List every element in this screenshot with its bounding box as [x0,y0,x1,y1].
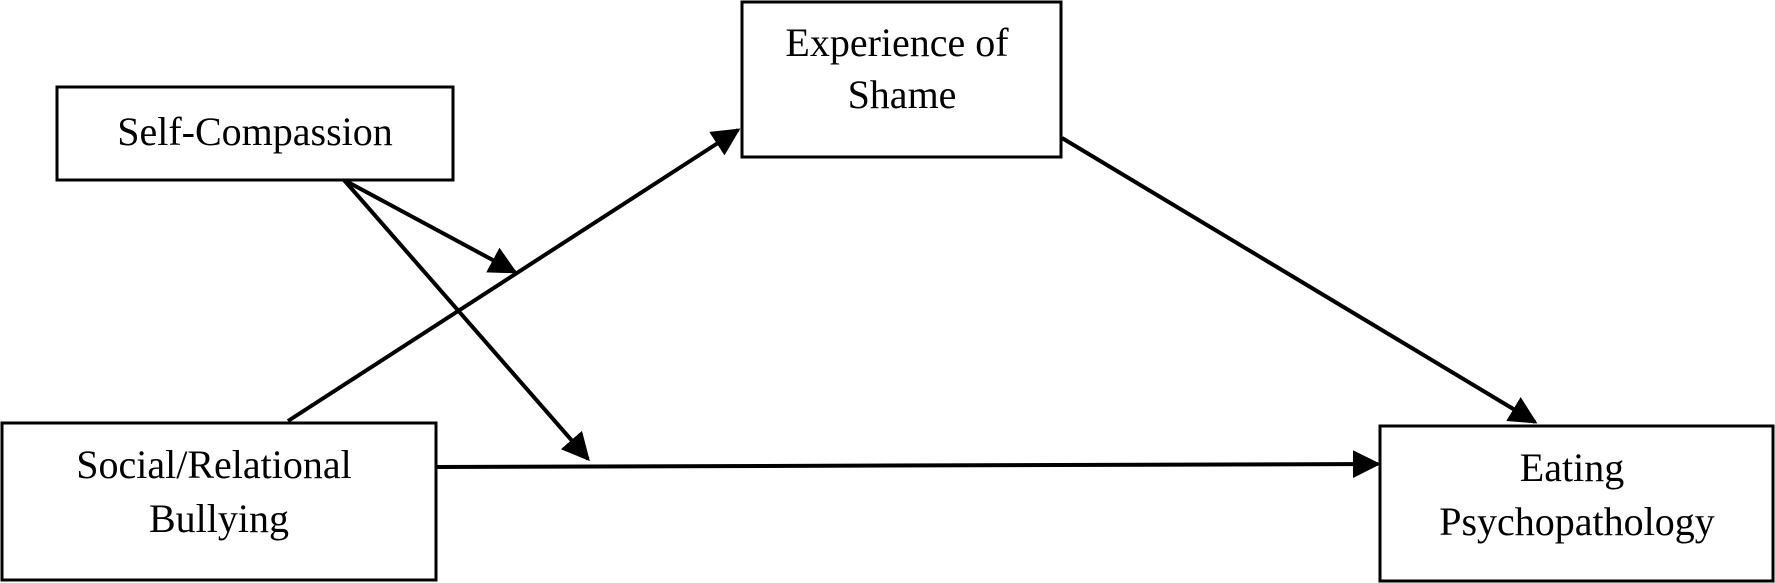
self-compassion-label: Self-Compassion [117,109,393,154]
path-bullying-to-eating [436,450,1381,479]
social-relational-bullying-box [0,421,438,582]
social-relational-bullying-label-line1: Social/Relational [76,442,352,487]
experience-of-shame-label-line1: Experience of [785,20,1009,65]
path-shame-to-eating [1060,136,1538,424]
svg-text:Eating Psychopathology: Eating Psychopathology [1439,445,1715,544]
svg-text:Experience of Shame: Experience of Shame [785,20,1018,117]
svg-text:Social/Relational Bullyi: Social/Relational Bullying [76,442,362,541]
eating-psychopathology-label-line2: Psychopathology [1439,499,1715,544]
svg-text:Self-Compassion: Self-Compassion [117,109,393,154]
path-bullying-to-shame [286,128,741,423]
moderation-arrow-to-shame-path [343,178,518,274]
node-experience-of-shame: Experience of Shame [740,0,1063,159]
experience-of-shame-box [740,0,1063,159]
node-eating-psychopathology: Eating Psychopathology [1378,424,1775,583]
moderation-arrow-to-direct-path [342,178,590,462]
self-compassion-box [55,85,455,182]
node-self-compassion: Self-Compassion [55,85,455,182]
eating-psychopathology-box [1378,424,1775,583]
experience-of-shame-label-line2: Shame [848,72,957,117]
eating-psychopathology-label-line1: Eating [1520,445,1624,490]
social-relational-bullying-label-line2: Bullying [149,496,289,541]
node-social-relational-bullying: Social/Relational Bullying [0,421,438,582]
